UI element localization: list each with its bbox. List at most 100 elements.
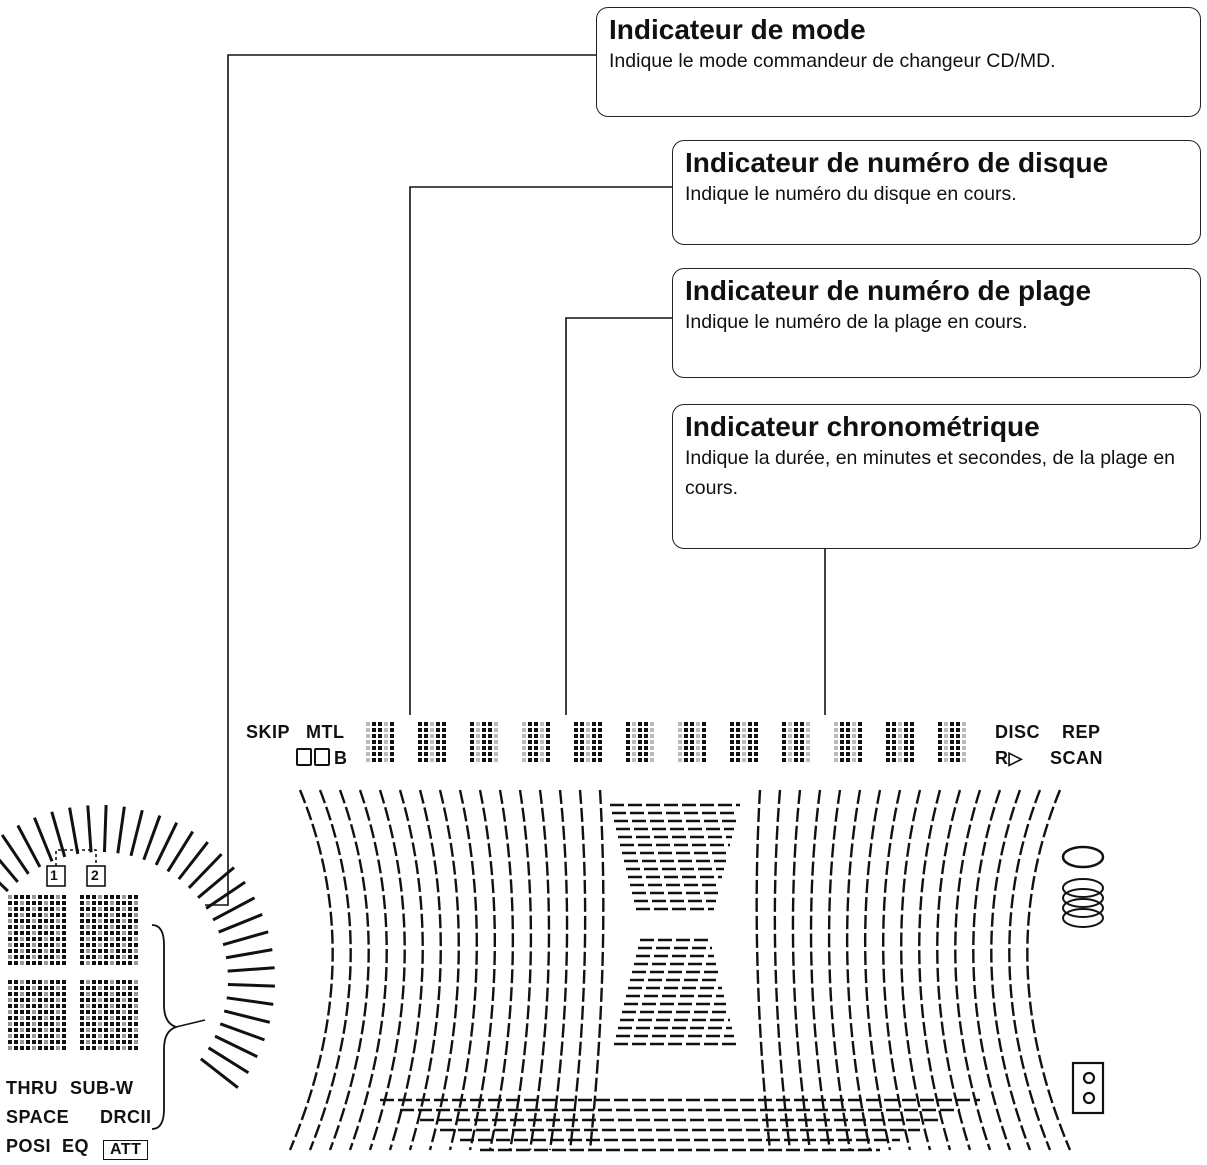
matrix-dot xyxy=(378,752,382,756)
matrix-dot xyxy=(116,1010,120,1014)
matrix-dot xyxy=(116,1028,120,1032)
matrix-dot xyxy=(20,992,24,996)
matrix-dot xyxy=(62,919,66,923)
matrix-dot xyxy=(754,722,758,726)
matrix-dot xyxy=(98,937,102,941)
matrix-dot xyxy=(62,1040,66,1044)
matrix-dot xyxy=(644,758,648,762)
matrix-dot xyxy=(494,722,498,726)
matrix-dot xyxy=(116,913,120,917)
matrix-dot xyxy=(80,961,84,965)
matrix-dot xyxy=(424,722,428,726)
matrix-dot xyxy=(366,758,370,762)
matrix-dot xyxy=(128,1046,132,1050)
matrix-dot xyxy=(730,734,734,738)
matrix-dot xyxy=(92,961,96,965)
level-brace xyxy=(151,924,179,1130)
matrix-dot xyxy=(944,740,948,744)
matrix-dot xyxy=(116,1046,120,1050)
matrix-dot xyxy=(116,980,120,984)
matrix-dot xyxy=(898,722,902,726)
volume-segment xyxy=(212,896,256,922)
matrix-dot xyxy=(8,980,12,984)
matrix-dot xyxy=(20,998,24,1002)
matrix-dot xyxy=(788,722,792,726)
matrix-dot xyxy=(56,913,60,917)
matrix-dot xyxy=(80,919,84,923)
matrix-dot xyxy=(26,943,30,947)
matrix-dot xyxy=(962,722,966,726)
matrix-dot xyxy=(32,895,36,899)
matrix-dot xyxy=(80,1046,84,1050)
matrix-dot xyxy=(122,1034,126,1038)
matrix-dot xyxy=(580,758,584,762)
matrix-dot xyxy=(14,1010,18,1014)
matrix-dot xyxy=(586,722,590,726)
matrix-dot xyxy=(690,758,694,762)
matrix-dot xyxy=(678,722,682,726)
matrix-dot xyxy=(522,746,526,750)
matrix-dot xyxy=(522,740,526,744)
matrix-dot xyxy=(80,949,84,953)
matrix-dot xyxy=(122,1040,126,1044)
matrix-dot xyxy=(44,919,48,923)
matrix-dot xyxy=(650,758,654,762)
matrix-dot xyxy=(834,758,838,762)
matrix-dot xyxy=(482,758,486,762)
matrix-dot xyxy=(482,722,486,726)
matrix-dot xyxy=(476,758,480,762)
matrix-dot xyxy=(122,919,126,923)
matrix-dot xyxy=(580,752,584,756)
matrix-dot xyxy=(62,1016,66,1020)
matrix-dot xyxy=(56,998,60,1002)
matrix-dot xyxy=(134,1028,138,1032)
matrix-dot xyxy=(8,937,12,941)
matrix-dot xyxy=(14,895,18,899)
matrix-dot xyxy=(580,728,584,732)
matrix-dot xyxy=(14,931,18,935)
matrix-dot xyxy=(586,740,590,744)
matrix-dot xyxy=(8,1034,12,1038)
matrix-dot xyxy=(80,998,84,1002)
matrix-dot xyxy=(20,925,24,929)
matrix-dot xyxy=(488,746,492,750)
matrix-dot xyxy=(116,907,120,911)
matrix-dot xyxy=(840,758,844,762)
matrix-dot xyxy=(748,758,752,762)
matrix-dot xyxy=(38,1016,42,1020)
matrix-dot xyxy=(892,746,896,750)
matrix-dot xyxy=(32,943,36,947)
matrix-dot xyxy=(418,728,422,732)
matrix-dot xyxy=(128,901,132,905)
callout-description: Indique le numéro du disque en cours. xyxy=(685,183,1017,205)
matrix-dot xyxy=(522,722,526,726)
matrix-dot xyxy=(26,961,30,965)
matrix-dot xyxy=(134,913,138,917)
matrix-dot xyxy=(638,758,642,762)
matrix-dot xyxy=(122,931,126,935)
matrix-dot xyxy=(8,998,12,1002)
matrix-dot xyxy=(128,1016,132,1020)
matrix-dot xyxy=(56,931,60,935)
spectrum-arc xyxy=(1026,789,1072,1151)
matrix-dot xyxy=(92,949,96,953)
matrix-dot xyxy=(14,998,18,1002)
matrix-dot xyxy=(390,752,394,756)
matrix-dot xyxy=(110,1040,114,1044)
matrix-dot xyxy=(116,1034,120,1038)
matrix-dot xyxy=(128,992,132,996)
matrix-dot xyxy=(476,746,480,750)
matrix-dot xyxy=(962,728,966,732)
matrix-dot xyxy=(20,1046,24,1050)
matrix-dot xyxy=(62,931,66,935)
matrix-dot xyxy=(938,740,942,744)
matrix-dot xyxy=(806,734,810,738)
matrix-dot xyxy=(116,1022,120,1026)
matrix-dot xyxy=(128,1034,132,1038)
matrix-dot xyxy=(56,1040,60,1044)
matrix-dot xyxy=(632,722,636,726)
matrix-dot xyxy=(20,919,24,923)
matrix-dot xyxy=(684,752,688,756)
matrix-dot xyxy=(38,955,42,959)
matrix-dot xyxy=(730,758,734,762)
